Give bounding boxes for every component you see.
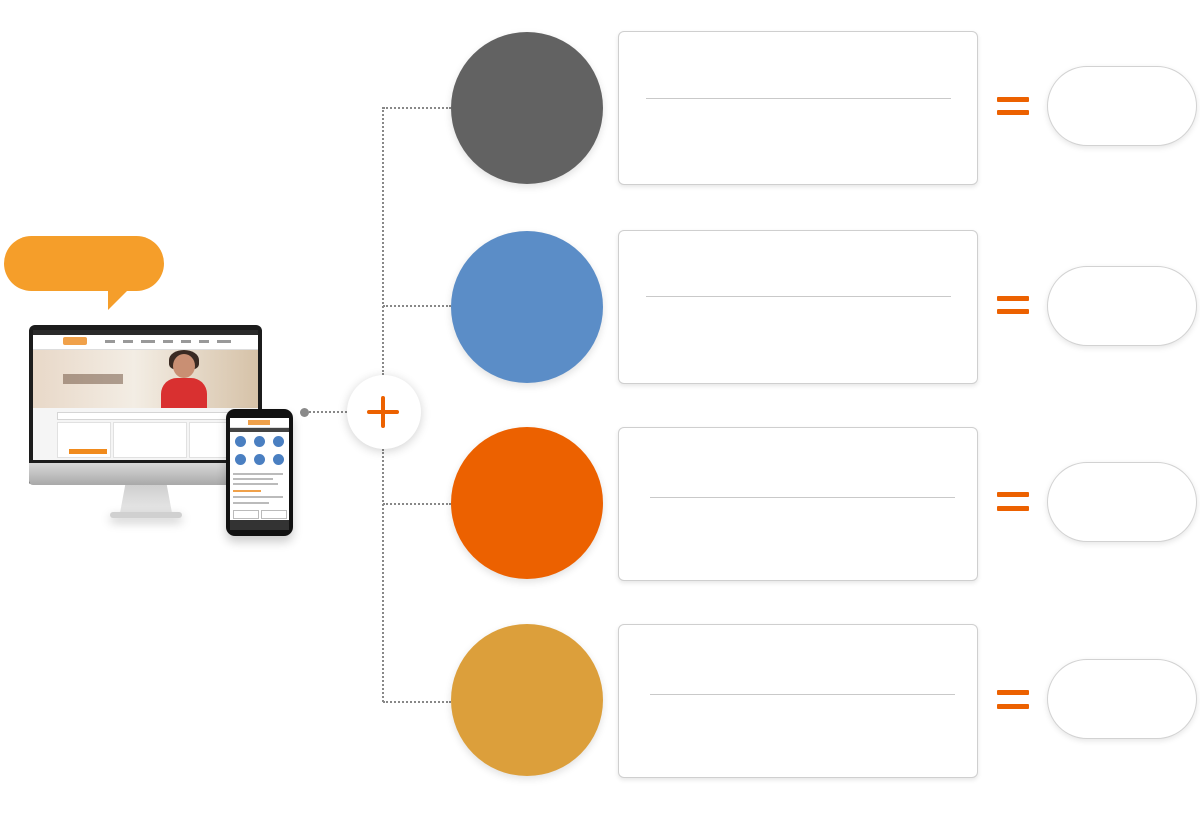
branch-line (383, 701, 451, 703)
speech-bubble (4, 236, 164, 291)
connector-line (309, 411, 347, 413)
row-4-result-pill (1047, 659, 1197, 739)
phone-notch (246, 411, 273, 416)
row-3-circle (451, 427, 603, 579)
row-4-circle (451, 624, 603, 776)
monitor-stand (120, 485, 172, 513)
branch-line (383, 503, 451, 505)
row-2-box (618, 230, 978, 384)
speech-bubble-tail (108, 288, 130, 310)
equals-icon (997, 506, 1029, 511)
row-2-circle (451, 231, 603, 383)
equals-icon (997, 110, 1029, 115)
branch-line (383, 305, 451, 307)
phone-screen (230, 418, 289, 530)
row-4-box (618, 624, 978, 778)
row-2-divider (646, 296, 951, 297)
plus-icon (381, 396, 385, 428)
row-3-divider (650, 497, 955, 498)
row-4-divider (650, 694, 955, 695)
row-3-result-pill (1047, 462, 1197, 542)
equals-icon (997, 97, 1029, 102)
monitor-base (110, 512, 182, 518)
equals-icon (997, 492, 1029, 497)
row-1-box (618, 31, 978, 185)
connector-dot (300, 408, 309, 417)
row-1-circle (451, 32, 603, 184)
equals-icon (997, 690, 1029, 695)
row-1-result-pill (1047, 66, 1197, 146)
row-3-box (618, 427, 978, 581)
row-1-divider (646, 98, 951, 99)
connector-trunk-bottom (382, 449, 384, 702)
monitor-screen (33, 330, 258, 460)
equals-icon (997, 296, 1029, 301)
equals-icon (997, 704, 1029, 709)
connector-trunk-top (382, 107, 384, 375)
branch-line (383, 107, 451, 109)
monitor-chin (29, 463, 262, 485)
equals-icon (997, 309, 1029, 314)
row-2-result-pill (1047, 266, 1197, 346)
